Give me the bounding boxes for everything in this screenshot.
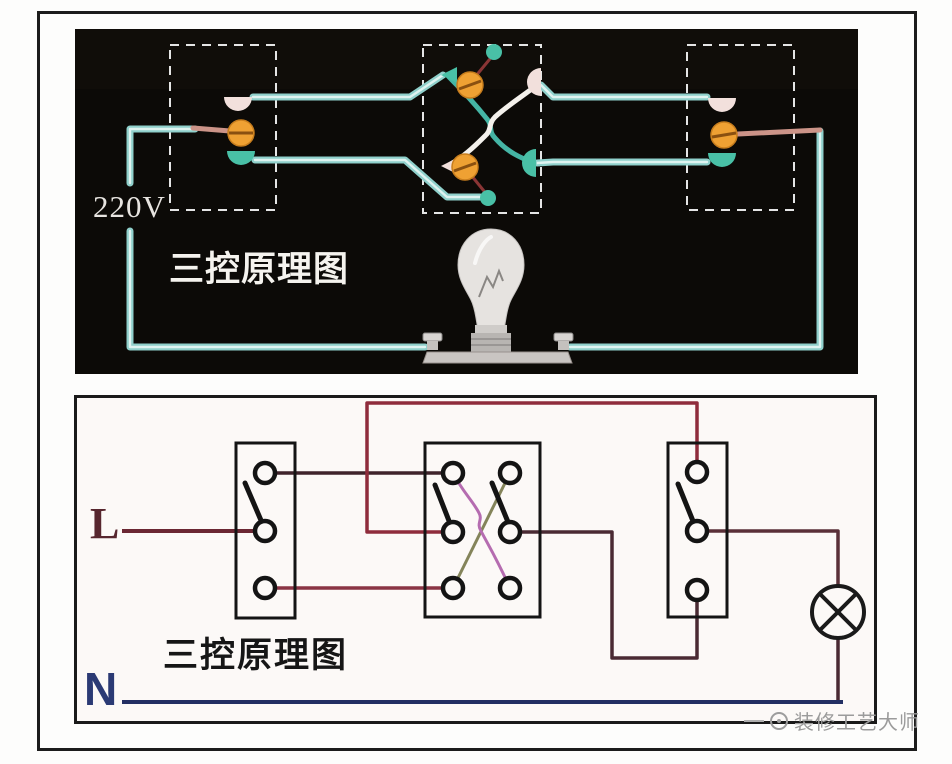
bottom-schematic xyxy=(74,395,877,724)
return-loop-wire xyxy=(519,530,699,660)
screw-slot xyxy=(458,79,482,91)
watermark: 装修工艺大师 xyxy=(744,706,920,735)
intermediate-arm-right xyxy=(489,480,511,525)
intermediate-switch-box xyxy=(423,441,542,619)
jumper-switch-3 xyxy=(735,127,823,137)
crossover-wire-wavy xyxy=(451,472,512,589)
switch-boxes xyxy=(234,441,729,620)
switch-3-top-terminal xyxy=(684,459,710,485)
screw-slot xyxy=(453,161,477,173)
intermediate-arm-left xyxy=(432,482,454,529)
intermediate-left-top-terminal xyxy=(440,460,466,486)
bulb-socket xyxy=(471,333,511,353)
watermark-text: 装修工艺大师 xyxy=(794,712,920,734)
switch-1-bottom-terminal xyxy=(252,575,278,601)
holder-screw-left xyxy=(427,341,438,350)
intermediate-screw-terminals xyxy=(451,71,484,181)
schematic-border xyxy=(74,395,877,724)
watermark-logo-icon xyxy=(770,711,788,730)
teal-throw-lower-right xyxy=(522,149,536,177)
dashed-box-switch-3 xyxy=(686,44,795,211)
glass-highlight xyxy=(473,235,493,265)
holder-base-plate xyxy=(422,351,573,364)
throw-terminal-top xyxy=(224,97,252,111)
filament xyxy=(478,268,504,298)
top-diagram-title: 三控原理图 xyxy=(169,250,350,289)
switch-1-arm xyxy=(242,480,266,528)
switch-1-terminals xyxy=(224,97,255,165)
dashed-box-intermediate-switch xyxy=(422,44,542,214)
bulb-neck xyxy=(475,325,507,335)
jumper-switch-1 xyxy=(190,125,233,134)
throw-terminal-bottom xyxy=(708,153,736,167)
bottom-diagram-title: 三控原理图 xyxy=(163,636,349,675)
top-bus-wire xyxy=(365,401,699,534)
switch-3-terminals xyxy=(708,98,738,167)
dashed-box-switch-1 xyxy=(169,44,277,211)
switch-3-bottom-terminal xyxy=(684,577,710,603)
terminals xyxy=(252,459,710,603)
holder-screw-left-cap xyxy=(422,332,443,342)
switch-1-top-terminal xyxy=(252,460,278,486)
dashed-switch-boxes xyxy=(169,44,795,214)
live-label: L xyxy=(90,499,120,548)
intermediate-left-middle-terminal xyxy=(440,519,466,545)
incandescent-bulb xyxy=(422,228,574,364)
terminal-jumper-wires xyxy=(190,125,823,137)
holder-screw-right xyxy=(558,341,569,350)
throw-terminal-top xyxy=(708,98,736,112)
lamp-feed-wire xyxy=(706,529,840,587)
switch-3-arm xyxy=(675,481,698,529)
top-photo-diagram xyxy=(75,29,858,374)
crossing-wire-white xyxy=(446,82,540,168)
intermediate-switch-internals xyxy=(441,44,541,206)
throw-terminal-bottom xyxy=(227,151,255,165)
switch-1-common-terminal xyxy=(252,518,278,544)
schematic-wires xyxy=(122,401,843,704)
intermediate-left-bottom-terminal xyxy=(440,575,466,601)
switch-1-box xyxy=(234,441,297,620)
teal-wedge-upper-left xyxy=(441,67,457,83)
screw-slot xyxy=(711,131,737,139)
switch-3-box xyxy=(666,441,729,619)
neutral-label: N xyxy=(84,663,118,715)
teal-node-bottom xyxy=(480,190,496,206)
watermark-dash xyxy=(744,719,764,722)
teal-node-top xyxy=(486,44,502,60)
holder-screw-right-cap xyxy=(553,332,574,342)
intermediate-right-top-terminal xyxy=(497,460,523,486)
lamp-cross-2 xyxy=(818,592,858,632)
white-throw-upper-right xyxy=(527,68,541,96)
voltage-label: 220V xyxy=(93,189,166,224)
intermediate-right-bottom-terminal xyxy=(497,575,523,601)
lamp-symbol xyxy=(810,584,866,640)
switch-3-common-terminal xyxy=(684,518,710,544)
intermediate-right-middle-terminal xyxy=(497,519,523,545)
switch-arms xyxy=(242,480,698,529)
